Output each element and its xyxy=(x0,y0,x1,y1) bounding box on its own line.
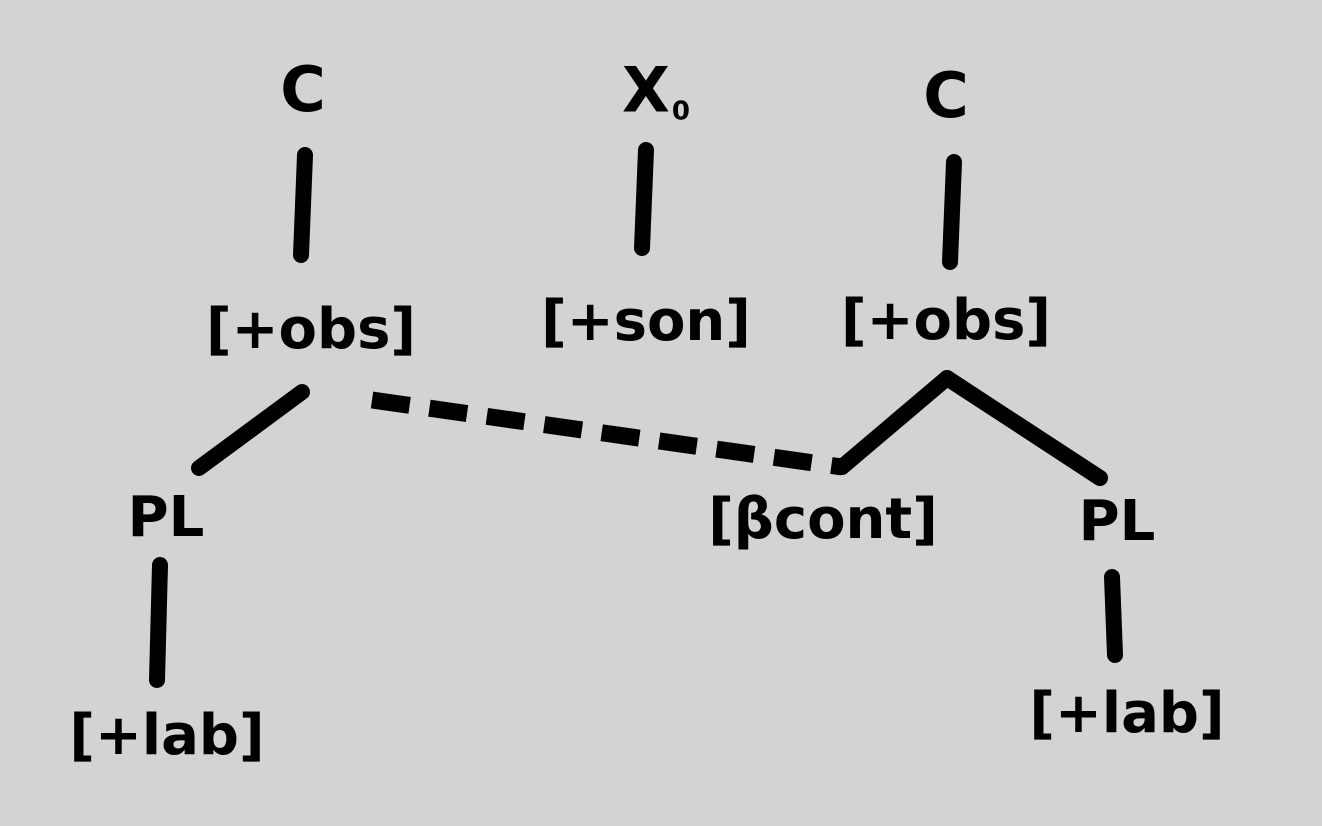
line-c-left-to-obs-left xyxy=(293,147,313,263)
line-obs-right-to-pl-right xyxy=(939,370,1108,486)
node-obs-left: [+obs] xyxy=(206,297,416,362)
node-son: [+son] xyxy=(541,289,751,354)
line-pl-left-to-lab-left xyxy=(149,557,168,688)
node-lab-right: [+lab] xyxy=(1029,681,1225,746)
node-lab-left: [+lab] xyxy=(69,703,265,768)
node-c-right: C xyxy=(923,59,969,132)
line-obs-left-to-pl-left xyxy=(191,384,310,476)
node-c-left: C xyxy=(280,53,326,126)
node-pl-left: PL xyxy=(127,485,205,550)
line-c-right-to-obs-right xyxy=(942,154,962,270)
node-x0: X0 xyxy=(622,59,690,127)
node-x0-base: X xyxy=(622,53,670,127)
line-pl-right-to-lab-right xyxy=(1104,569,1123,663)
node-pl-right: PL xyxy=(1078,489,1156,554)
node-obs-right: [+obs] xyxy=(841,288,1051,353)
node-x0-subscript: 0 xyxy=(671,96,690,127)
dashed-link-obs-left-to-beta-cont xyxy=(370,391,844,476)
line-obs-right-to-beta-cont xyxy=(834,370,955,475)
node-beta-cont: [βcont] xyxy=(708,487,938,552)
line-x0-to-son xyxy=(634,142,654,256)
